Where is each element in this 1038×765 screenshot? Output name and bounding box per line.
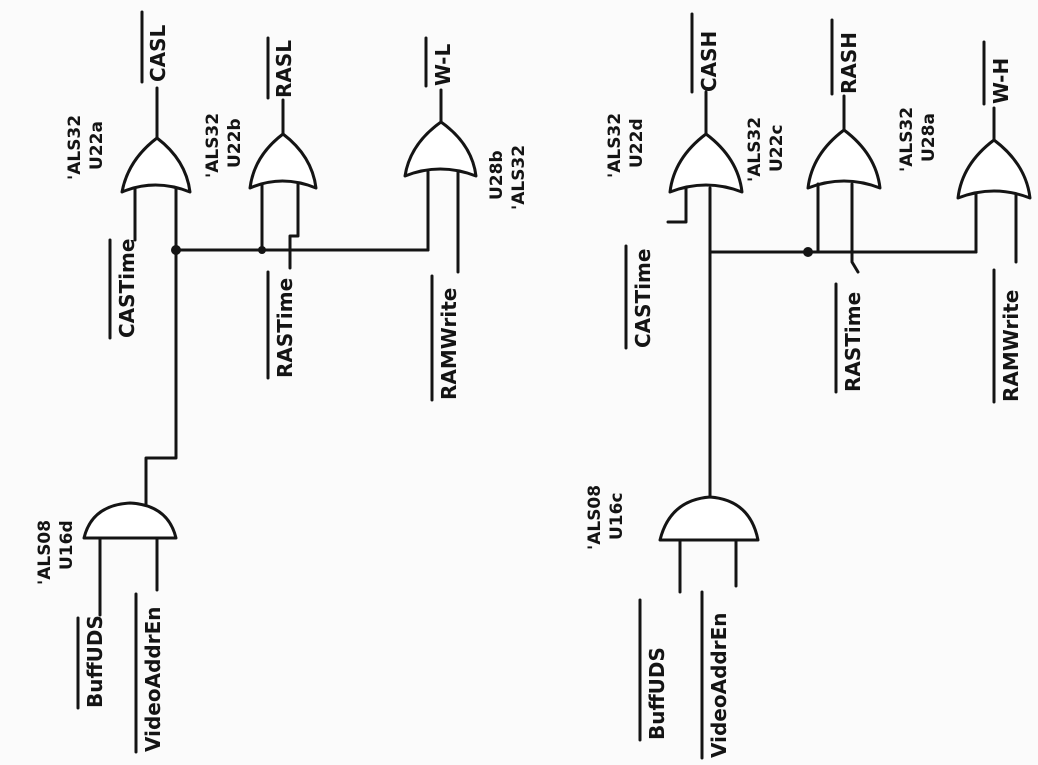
right-wh-part-label: 'ALS32 [897,107,917,172]
left-and-part-label: 'ALS08 [35,520,55,585]
left-rastime-signal-label: RASTime [273,278,297,378]
left-rasl-input-b [288,182,300,270]
right-rash-part-label: 'ALS32 [745,117,765,182]
left-wl-part-label: 'ALS32 [509,145,529,210]
right-cash-input-b [666,186,688,224]
left-videoaddren-signal-label: VideoAddrEn [141,607,165,752]
left-castime-signal-label: CASTime [115,239,139,338]
right-or-gate-wh [956,138,1032,200]
left-casl-signal-label: CASL [146,24,170,82]
right-and-ref-label: U16c [607,492,627,540]
right-ramwrite-signal-label: RAMWrite [999,290,1023,402]
right-or-gate-rash [806,128,882,190]
left-and-ref-label: U16d [57,520,77,570]
left-circuit: 'ALS08 U16d 'ALS32 U22a 'ALS32 U22b U28b… [35,10,529,754]
left-rasl-signal-label: RASL [272,40,296,98]
right-and-part-label: 'ALS08 [585,485,605,550]
right-cash-ref-label: U22d [627,118,647,168]
right-cash-part-label: 'ALS32 [605,113,625,178]
right-rastime-signal-label: RASTime [841,292,865,392]
left-and-gate [82,501,178,540]
right-buffuds-signal-label: BuffUDS [645,647,669,740]
left-ramwrite-signal-label: RAMWrite [437,288,461,400]
left-or-gate-rasl [248,132,318,190]
right-wh-ref-label: U28a [919,113,939,162]
left-rasl-ref-label: U22b [225,118,245,168]
right-castime-signal-label: CASTime [631,249,655,348]
right-rash-signal-label: RASH [837,32,861,94]
right-rash-ref-label: U22c [767,124,787,172]
right-circuit: 'ALS08 U16c 'ALS32 U22d 'ALS32 U22c 'ALS… [585,12,1032,760]
right-wh-signal-label: W-H [989,58,1013,104]
left-or-gate-casl [120,136,192,194]
left-casl-ref-label: U22a [87,121,107,170]
right-junction-dot [803,247,813,257]
left-rasl-part-label: 'ALS32 [203,113,223,178]
left-wl-ref-label: U28b [487,150,507,200]
right-videoaddren-signal-label: VideoAddrEn [707,613,731,758]
left-or-gate-wl [403,120,478,178]
left-enable-wire [144,248,178,512]
left-buffuds-signal-label: BuffUDS [83,615,107,708]
right-and-gate [658,495,760,542]
left-wl-signal-label: W-L [431,44,455,86]
right-rash-input-b [850,182,860,274]
right-or-gate-cash [668,132,744,194]
right-cash-signal-label: CASH [697,31,721,92]
left-casl-part-label: 'ALS32 [65,115,85,180]
